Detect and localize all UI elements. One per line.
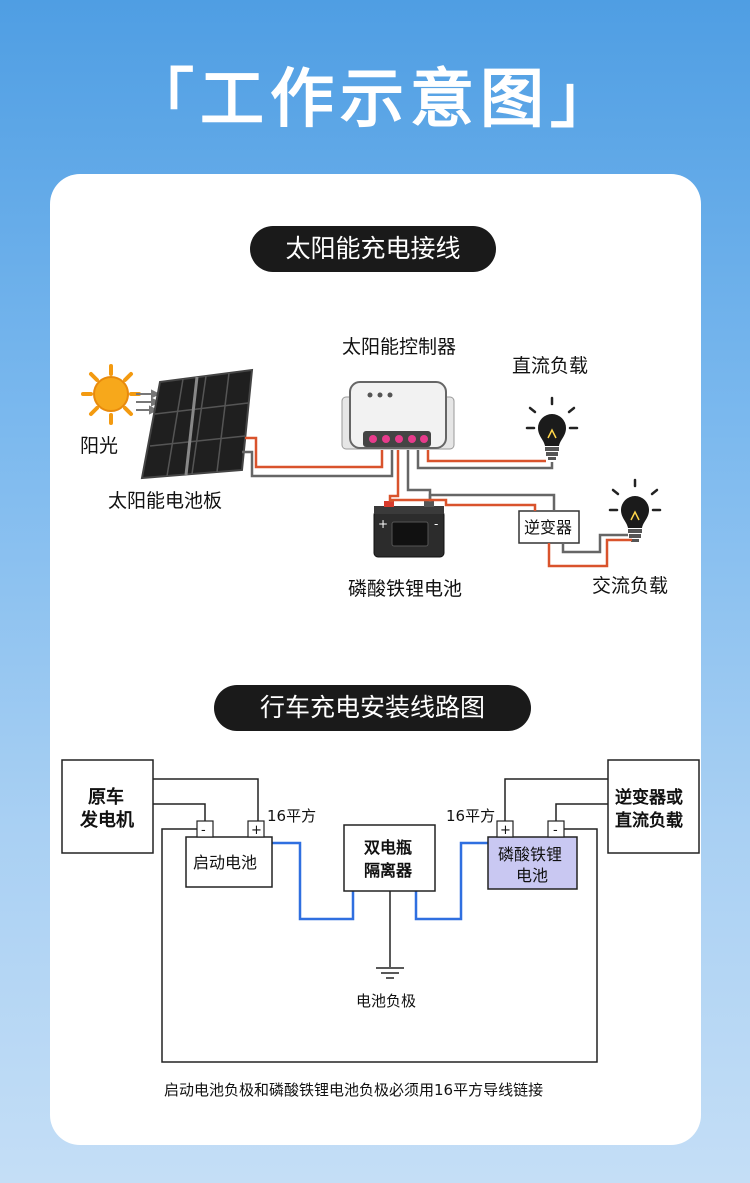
solar-panel-label: 太阳能电池板	[108, 490, 222, 512]
isolator-label-line1: 双电瓶	[364, 838, 412, 857]
inverter-or-dc-box	[607, 759, 700, 854]
ac-bulb-icon	[608, 478, 662, 542]
page-title: 「工作示意图」	[130, 63, 620, 137]
inverter-label: 逆变器	[524, 518, 572, 537]
sunray-arrows-icon	[136, 389, 161, 415]
battery-label: 磷酸铁锂电池	[348, 578, 462, 600]
wire-spec-left: 16平方	[267, 807, 316, 825]
start-battery-negative-terminal	[196, 820, 214, 838]
inverter-or-dc-label-line1: 逆变器或	[615, 787, 683, 808]
lifepo-label-line1: 磷酸铁锂	[498, 845, 562, 864]
generator-label-line1: 原车	[88, 786, 124, 808]
lifepo-positive-terminal	[496, 820, 514, 838]
start-battery-minus: -	[201, 823, 206, 838]
start-battery-box	[185, 836, 273, 888]
lifepo-plus: +	[500, 823, 511, 838]
generator-box	[61, 759, 154, 854]
sunlight-label: 阳光	[80, 435, 118, 457]
vehicle-charging-heading: 行车充电安装线路图	[214, 685, 531, 731]
vehicle-wires	[153, 778, 608, 1063]
diagram-card	[50, 174, 701, 1145]
lifepo-label-line2: 电池	[516, 866, 548, 885]
lifepo-battery-box	[487, 836, 578, 890]
solar-panel-icon	[140, 368, 254, 480]
lifepo-minus: -	[553, 823, 558, 838]
dc-bulb-icon	[525, 396, 579, 460]
solar-wiring-heading: 太阳能充电接线	[250, 226, 496, 272]
generator-label-line2: 发电机	[79, 809, 134, 831]
svg-text:+: +	[378, 517, 388, 531]
solar-wires	[242, 436, 632, 568]
isolator-box	[343, 824, 436, 892]
inverter-or-dc-label-line2: 直流负载	[615, 810, 683, 831]
sun-icon	[81, 364, 141, 425]
isolator-label-line2: 隔离器	[364, 861, 413, 880]
ground-label: 电池负极	[356, 992, 416, 1010]
start-battery-label: 启动电池	[193, 853, 257, 872]
wire-spec-right: 16平方	[446, 807, 495, 825]
dc-load-label: 直流负载	[512, 355, 588, 377]
start-battery-plus: +	[251, 823, 262, 838]
svg-text:-: -	[434, 517, 438, 531]
solar-controller-icon	[341, 381, 455, 450]
start-battery-positive-terminal	[247, 820, 265, 838]
controller-label: 太阳能控制器	[342, 336, 456, 358]
wiring-note: 启动电池负极和磷酸铁锂电池负极必须用16平方导线链接	[164, 1081, 543, 1099]
ground-icon	[376, 967, 404, 979]
lifepo-negative-terminal	[547, 820, 565, 838]
ac-load-label: 交流负载	[592, 575, 668, 597]
lifepo-battery-icon: + -	[373, 501, 445, 558]
